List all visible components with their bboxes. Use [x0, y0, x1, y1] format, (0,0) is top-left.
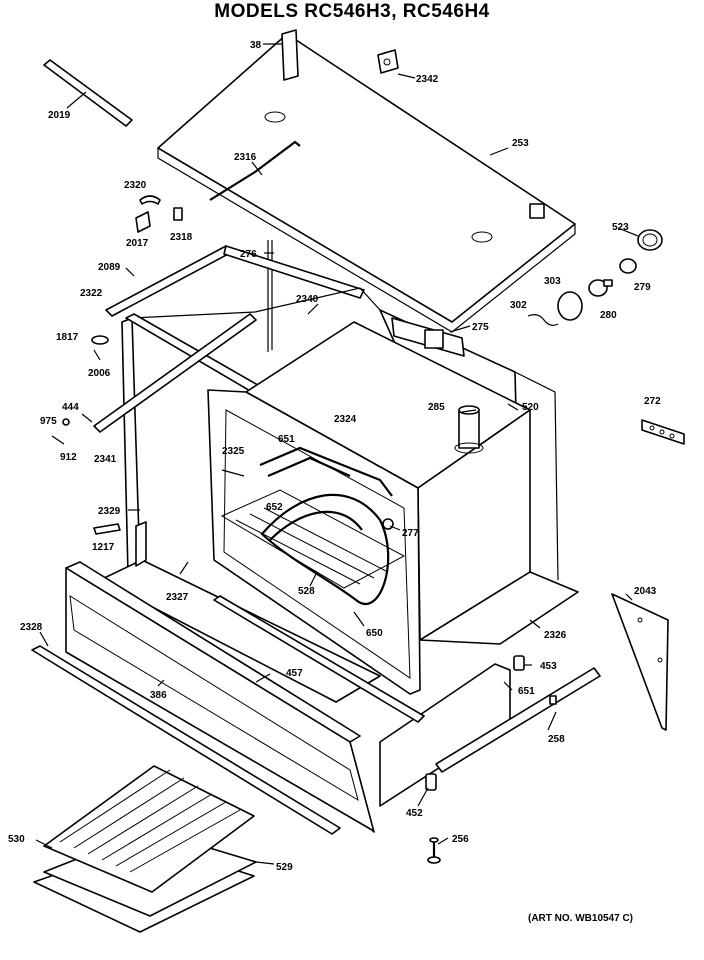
callout-2043: 2043	[634, 586, 657, 597]
lamp-lens-303	[557, 291, 583, 321]
callout-2340: 2340	[296, 294, 319, 305]
clip-2320	[139, 195, 161, 205]
callout-285: 285	[428, 402, 445, 413]
callout-2328: 2328	[20, 622, 43, 633]
drawer-trim-2328	[31, 645, 341, 835]
bracket-2043	[611, 593, 669, 731]
callout-2019: 2019	[48, 110, 71, 121]
callout-975: 975	[40, 416, 57, 427]
callout-256: 256	[452, 834, 469, 845]
callout-523: 523	[612, 222, 629, 233]
broil-element-652	[259, 446, 393, 497]
callout-258: 258	[548, 734, 565, 745]
top-panel	[157, 29, 576, 333]
callout-276: 276	[240, 249, 257, 260]
callout-386: 386	[150, 690, 167, 701]
callout-520: 520	[522, 402, 539, 413]
callout-280: 280	[600, 310, 617, 321]
callout-302: 302	[510, 300, 527, 311]
clip-2318	[173, 207, 183, 221]
broiler-grid-530	[43, 765, 255, 893]
callout-528: 528	[298, 586, 315, 597]
terminal-block-272	[641, 419, 685, 445]
screw-2089	[125, 267, 135, 277]
drawer-body	[99, 521, 511, 807]
callout-444: 444	[62, 402, 79, 413]
callout-1217: 1217	[92, 542, 115, 553]
art-number: (ART NO. WB10547 C)	[528, 913, 634, 924]
callout-912: 912	[60, 452, 77, 463]
callout-2342: 2342	[416, 74, 439, 85]
callout-2017: 2017	[126, 238, 149, 249]
oven-bottom-2326	[419, 571, 579, 645]
callout-2316: 2316	[234, 152, 257, 163]
drawer-rail-258	[435, 667, 601, 773]
callout-1817: 1817	[56, 332, 79, 343]
leveling-leg-256	[427, 837, 441, 864]
callout-652: 652	[266, 502, 283, 513]
callout-2089: 2089	[98, 262, 121, 273]
callout-651a: 651	[278, 434, 295, 445]
bake-element	[260, 493, 390, 605]
screw-2325	[221, 469, 245, 477]
leader-lines	[35, 43, 639, 865]
callout-2341: 2341	[94, 454, 117, 465]
page-title: MODELS RC546H3, RC546H4	[214, 1, 490, 22]
lamp-cover-523	[637, 229, 663, 251]
callout-2320: 2320	[124, 180, 147, 191]
trim-strip-2019	[43, 59, 133, 127]
callout-2322: 2322	[80, 288, 103, 299]
callout-530: 530	[8, 834, 25, 845]
bracket-2342	[377, 49, 399, 74]
bracket-1217	[93, 523, 121, 535]
screw-2006	[93, 349, 101, 361]
clip-2017	[135, 211, 151, 233]
callout-651b: 651	[518, 686, 535, 697]
callout-2006: 2006	[88, 368, 111, 379]
callout-2324: 2324	[334, 414, 357, 425]
washer-975	[62, 418, 70, 426]
screw-912	[51, 435, 65, 445]
callout-279: 279	[634, 282, 651, 293]
screw-1817	[91, 335, 109, 345]
callout-2326: 2326	[544, 630, 567, 641]
drawer-front-386	[65, 561, 375, 833]
roller-452	[425, 773, 437, 791]
callout-2327: 2327	[166, 592, 189, 603]
callout-457: 457	[286, 668, 303, 679]
screw-444	[81, 413, 93, 423]
callout-2329: 2329	[98, 506, 121, 517]
callout-650: 650	[366, 628, 383, 639]
clip-277	[382, 518, 394, 530]
callout-529: 529	[276, 862, 293, 873]
oven-cavity	[207, 321, 531, 695]
callout-253: 253	[512, 138, 529, 149]
callout-38: 38	[250, 40, 262, 51]
callout-2325: 2325	[222, 446, 245, 457]
callout-453: 453	[540, 661, 557, 672]
wire-302	[527, 314, 559, 326]
callout-labels: 38 2342 2019 253 2316 2320 2017 2318 276…	[8, 40, 661, 873]
callout-2318: 2318	[170, 232, 193, 243]
callout-452: 452	[406, 808, 423, 819]
lamp-bulb-280	[588, 279, 613, 297]
oven-rack	[220, 489, 406, 589]
lamp-socket-279	[619, 258, 637, 274]
callout-303: 303	[544, 276, 561, 287]
roller-453	[513, 655, 525, 671]
callout-277: 277	[402, 528, 419, 539]
callout-275: 275	[472, 322, 489, 333]
callout-272: 272	[644, 396, 661, 407]
